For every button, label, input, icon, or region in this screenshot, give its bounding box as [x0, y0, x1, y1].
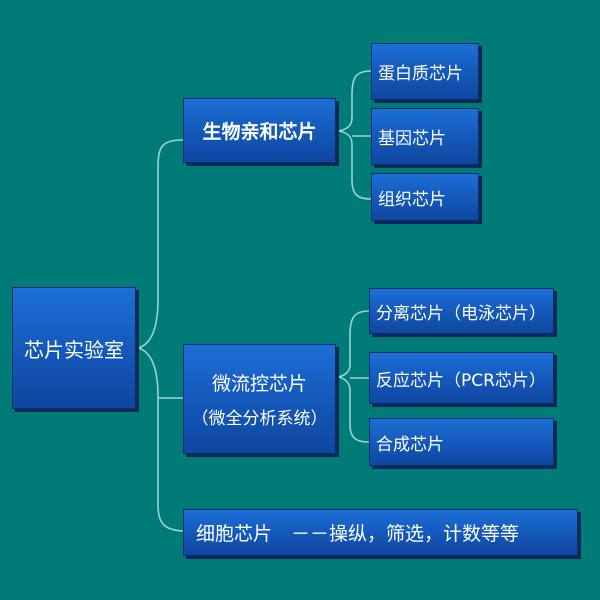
leaf-node-protein-chip: 蛋白质芯片: [371, 43, 479, 100]
leaf-node-label: 蛋白质芯片: [378, 64, 463, 84]
leaf-node-separation-chip: 分离芯片（电泳芯片）: [369, 288, 554, 334]
leaf-node-label: 反应芯片（PCR芯片）: [376, 370, 546, 391]
leaf-node-tissue-chip: 组织芯片: [371, 173, 479, 221]
leaf-node-label: 合成芯片: [376, 434, 444, 455]
connector-branch1-children: [337, 70, 372, 200]
root-node: 芯片实验室: [12, 287, 136, 409]
connector-root-branches: [137, 139, 184, 532]
leaf-node-label: 基因芯片: [378, 129, 446, 149]
leaf-node-gene-chip: 基因芯片: [371, 108, 479, 165]
leaf-node-label: 组织芯片: [378, 189, 446, 210]
leaf-node-synthesis-chip: 合成芯片: [369, 418, 554, 466]
branch-node-label: 微流控芯片: [211, 373, 307, 395]
branch-node-sublabel: （微全分析系统）: [191, 409, 328, 429]
branch-node-cell-chip: 细胞芯片 －－操纵，筛选，计数等等: [183, 509, 578, 556]
root-node-label: 芯片实验室: [24, 337, 124, 362]
leaf-node-reaction-chip: 反应芯片（PCR芯片）: [369, 352, 554, 404]
branch-node-bioaffinity: 生物亲和芯片: [183, 98, 336, 163]
branch-node-microfluidic: 微流控芯片 （微全分析系统）: [183, 344, 336, 454]
connector-branch2-children: [337, 310, 370, 443]
branch-node-label: 细胞芯片 －－操纵，筛选，计数等等: [196, 523, 520, 545]
leaf-node-label: 分离芯片（电泳芯片）: [376, 303, 546, 324]
branch-node-label: 生物亲和芯片: [202, 121, 317, 143]
